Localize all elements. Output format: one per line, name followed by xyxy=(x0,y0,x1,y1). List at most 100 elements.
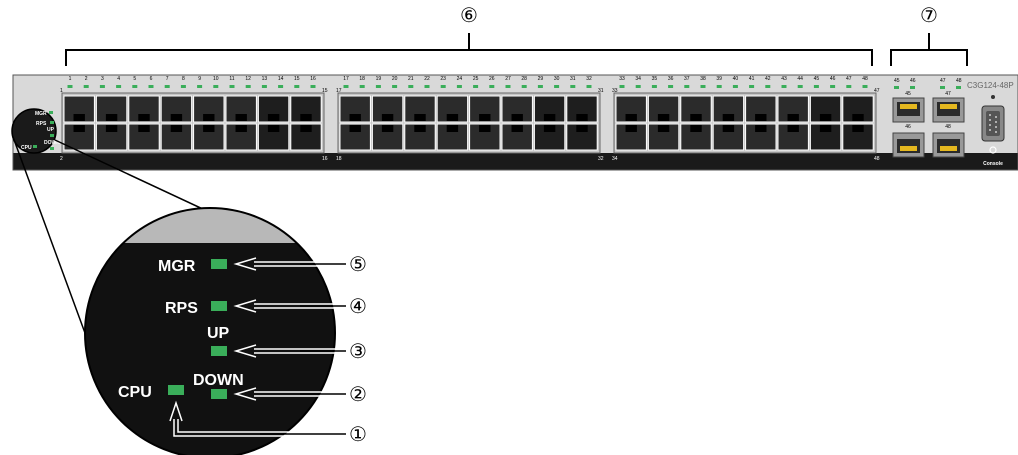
port-number-label: 7 xyxy=(166,76,169,82)
rj45-port xyxy=(777,123,809,151)
port-number-label: 19 xyxy=(376,76,382,82)
arrow-5 xyxy=(233,257,346,271)
port-number-label: 35 xyxy=(652,76,658,82)
rj45-port xyxy=(193,95,225,123)
port-number-label: 28 xyxy=(521,76,527,82)
port-led xyxy=(846,85,852,88)
port-number-label: 1 xyxy=(69,76,72,82)
port-number-label: 36 xyxy=(668,76,674,82)
b1-bottom-left: 2 xyxy=(60,156,63,162)
b1-top-right: 15 xyxy=(322,88,328,94)
port-led xyxy=(570,85,576,88)
port-led xyxy=(164,85,170,88)
port-led xyxy=(83,85,89,88)
rj45-port xyxy=(339,123,371,151)
sfp-label-46: 46 xyxy=(905,124,911,130)
port-number-label: 47 xyxy=(846,76,852,82)
port-led xyxy=(278,85,284,88)
bracket-7 xyxy=(890,33,968,66)
port-led xyxy=(148,85,154,88)
port-number-label: 45 xyxy=(814,76,820,82)
port-led-row xyxy=(67,85,868,88)
port-led xyxy=(489,85,495,88)
rj45-port xyxy=(339,95,371,123)
b3-bottom-right: 48 xyxy=(874,156,880,162)
zoom-led-mgr xyxy=(211,259,227,269)
rj45-port xyxy=(777,95,809,123)
b1-bottom-right: 16 xyxy=(322,156,328,162)
rj45-port xyxy=(128,123,160,151)
port-number-label: 9 xyxy=(198,76,201,82)
rj45-port xyxy=(712,123,745,151)
port-led xyxy=(180,85,186,88)
port-led xyxy=(521,85,527,88)
arrow-1 xyxy=(169,400,346,437)
panel-led-down xyxy=(50,147,54,150)
rj45-port xyxy=(680,123,712,151)
port-number-label: 43 xyxy=(781,76,787,82)
port-led xyxy=(310,85,316,88)
b2-top-right: 31 xyxy=(598,88,604,94)
port-number-label: 22 xyxy=(424,76,430,82)
port-number-label: 25 xyxy=(473,76,479,82)
port-led xyxy=(797,85,803,88)
port-led xyxy=(668,85,674,88)
port-led xyxy=(99,85,105,88)
rj45-port xyxy=(615,123,647,151)
b2-bottom-right: 32 xyxy=(598,156,604,162)
port-led xyxy=(619,85,625,88)
console-screw-icon xyxy=(989,146,997,154)
port-number-label: 20 xyxy=(392,76,398,82)
port-led xyxy=(261,85,267,88)
port-led xyxy=(635,85,641,88)
port-number-label: 23 xyxy=(440,76,446,82)
callout-arrows xyxy=(169,257,346,437)
port-number-label: 21 xyxy=(408,76,414,82)
port-number-label: 17 xyxy=(343,76,349,82)
rj45-port xyxy=(257,123,290,151)
port-led xyxy=(716,85,722,88)
port-number-label: 30 xyxy=(554,76,560,82)
zoom-mgr-label: MGR xyxy=(158,258,196,275)
port-number-label: 12 xyxy=(245,76,251,82)
sfp-top-num-47: 47 xyxy=(940,78,946,84)
port-block-2 xyxy=(337,92,601,154)
port-number-label: 46 xyxy=(830,76,836,82)
sfp-label-48: 48 xyxy=(945,124,951,130)
rj45-port xyxy=(745,95,777,123)
port-led xyxy=(700,85,706,88)
sfp-port-48: 48 xyxy=(932,124,965,158)
port-number-label: 6 xyxy=(150,76,153,82)
port-block-1 xyxy=(61,92,325,154)
port-number-label: 39 xyxy=(716,76,722,82)
sfp-led-47 xyxy=(940,86,945,89)
port-led xyxy=(505,85,511,88)
port-number-label: 33 xyxy=(619,76,625,82)
callout-4: ④ xyxy=(349,296,367,318)
port-number-label: 16 xyxy=(310,76,316,82)
console-led xyxy=(991,95,995,99)
port-led xyxy=(294,85,300,88)
b2-bottom-left: 18 xyxy=(336,156,342,162)
port-led xyxy=(67,85,73,88)
zoom-up-label: UP xyxy=(207,325,230,342)
port-led xyxy=(343,85,349,88)
port-number-label: 42 xyxy=(765,76,771,82)
port-led xyxy=(473,85,479,88)
rj45-port xyxy=(128,95,160,123)
panel-mgr-label: MGR xyxy=(35,111,47,117)
rj45-port xyxy=(809,95,842,123)
rj45-port xyxy=(371,123,404,151)
port-number-label: 24 xyxy=(457,76,463,82)
port-led xyxy=(424,85,430,88)
rj45-port xyxy=(615,95,647,123)
port-led xyxy=(456,85,462,88)
sfp-top-num-48: 48 xyxy=(956,78,962,84)
b3-top-right: 47 xyxy=(874,88,880,94)
zoom-led-down xyxy=(211,389,227,399)
block-corner-labels: 1 15 2 16 17 31 18 32 33 47 34 48 xyxy=(60,88,880,162)
rj45-port xyxy=(371,95,404,123)
sfp-port-46: 46 xyxy=(892,124,925,158)
sfp-top-num-45: 45 xyxy=(894,78,900,84)
